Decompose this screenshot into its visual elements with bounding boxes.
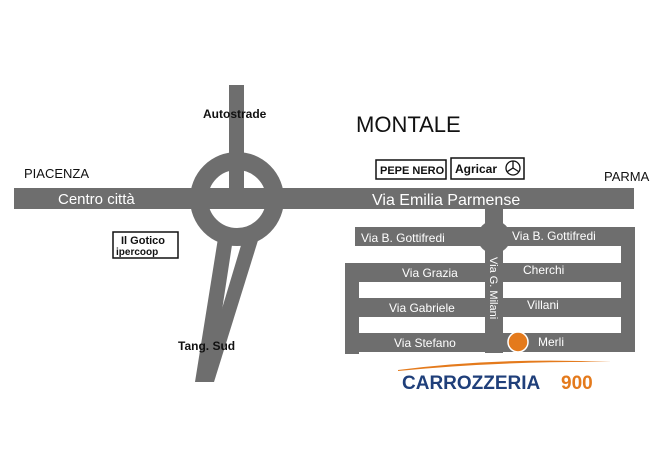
via-gottifredi-road xyxy=(355,227,625,246)
carrozzeria-number: 900 xyxy=(561,373,593,394)
carrozzeria-logo: CARROZZERIA 900 xyxy=(398,360,612,394)
via-gottifredi-east-label: Via B. Gottifredi xyxy=(512,229,596,243)
via-gabriele-road xyxy=(345,298,635,317)
cherchi-label: Cherchi xyxy=(523,263,564,277)
via-stefano-road xyxy=(345,333,635,352)
location-dot-icon xyxy=(507,331,529,353)
grid-right-road xyxy=(621,227,635,352)
pepe-nero-text: PEPE NERO xyxy=(380,165,445,177)
autostrade-road xyxy=(229,85,244,200)
via-grazia-label: Via Grazia xyxy=(402,266,458,280)
pepe-nero-logo: PEPE NERO xyxy=(375,159,447,180)
autostrade-label: Autostrade xyxy=(203,107,267,121)
tang-sud-road-right xyxy=(200,232,260,382)
carrozzeria-name: CARROZZERIA xyxy=(402,373,541,394)
via-milani-label: Via G. Milani xyxy=(487,257,499,319)
via-gottifredi-west-label: Via B. Gottifredi xyxy=(361,231,445,245)
piacenza-label: PIACENZA xyxy=(24,166,89,181)
tang-sud-label: Tang. Sud xyxy=(178,339,235,353)
il-gotico-logo: Il Gotico ipercoop xyxy=(112,231,179,259)
main-roundabout xyxy=(190,152,284,246)
villani-label: Villani xyxy=(527,298,559,312)
agricar-text: Agricar xyxy=(455,162,497,176)
centro-citta-label: Centro città xyxy=(58,191,135,208)
tang-sud-road-left xyxy=(195,232,234,382)
ipercoop-text: ipercoop xyxy=(116,247,158,258)
mercedes-star-icon xyxy=(505,160,521,176)
via-stefano-label: Via Stefano xyxy=(394,336,456,350)
il-gotico-text: Il Gotico xyxy=(121,235,165,247)
town-name: MONTALE xyxy=(356,112,461,137)
merli-label: Merli xyxy=(538,335,564,349)
via-emilia-road xyxy=(14,188,634,209)
via-emilia-label: Via Emilia Parmense xyxy=(372,192,520,209)
agricar-logo: Agricar xyxy=(450,157,525,180)
via-gabriele-label: Via Gabriele xyxy=(389,301,455,315)
via-grazia-road xyxy=(345,263,635,282)
parma-label: PARMA xyxy=(604,169,650,184)
